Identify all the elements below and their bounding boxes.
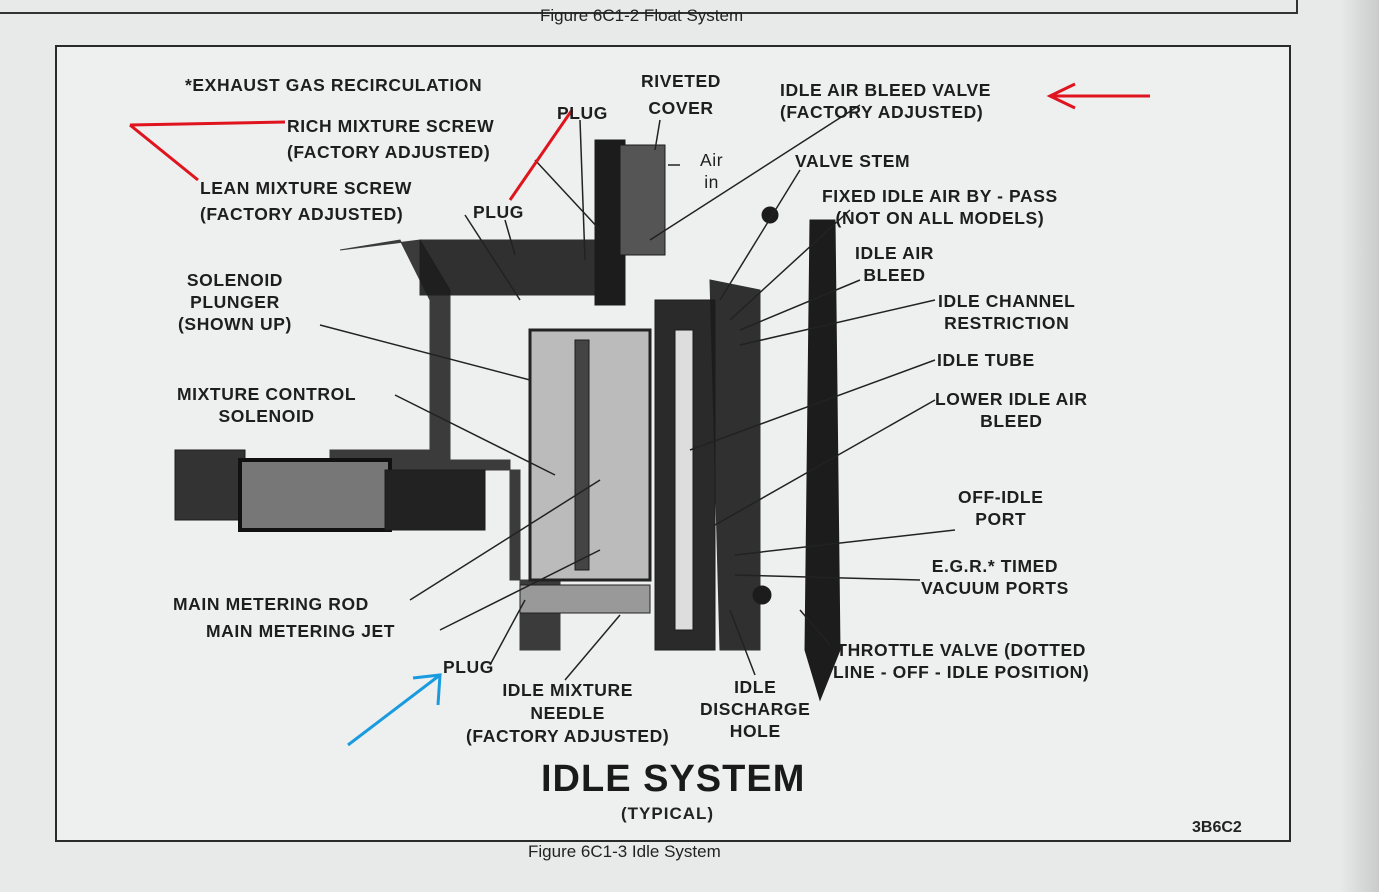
throttle-body: [709, 279, 761, 651]
diagram-subtitle: (TYPICAL): [621, 804, 715, 823]
idle-tube: [674, 329, 694, 631]
solenoid-end: [384, 469, 486, 531]
label-rich-mixture-screw: RICH MIXTURE SCREW(FACTORY ADJUSTED): [287, 116, 495, 162]
carb-body-left: [329, 239, 561, 651]
throttle-valve: [752, 585, 772, 605]
leader-lines: [319, 104, 956, 681]
label-fixed-idle-air-bypass: FIXED IDLE AIR BY - PASS(NOT ON ALL MODE…: [822, 186, 1058, 228]
label-plug-bottom: PLUG: [443, 657, 495, 677]
label-egr-footnote: *EXHAUST GAS RECIRCULATION: [185, 75, 483, 95]
solenoid-housing: [174, 449, 246, 521]
page-edge-shadow: [1340, 0, 1379, 892]
label-plug-mid: PLUG: [473, 202, 525, 222]
solenoid-coil: [238, 458, 392, 532]
diagram-code: 3B6C2: [1192, 819, 1242, 836]
label-valve-stem: VALVE STEM: [795, 151, 911, 171]
label-plug-top: PLUG: [557, 103, 609, 123]
riveted-cover: [619, 144, 666, 256]
bottom-figure-caption: Figure 6C1-3 Idle System: [528, 842, 721, 861]
blue-annotation-arrow: [347, 673, 442, 747]
label-idle-air-bleed-valve: IDLE AIR BLEED VALVE(FACTORY ADJUSTED): [780, 80, 991, 122]
label-main-metering-rod: MAIN METERING ROD: [173, 594, 369, 614]
carb-body-upper: [419, 239, 601, 296]
bore-wall: [804, 219, 841, 702]
label-idle-tube: IDLE TUBE: [937, 350, 1035, 370]
main-jet: [519, 584, 651, 614]
previous-figure-frame: [0, 0, 1298, 14]
red-annotation-marks: [129, 82, 1150, 201]
metering-rod: [574, 339, 590, 571]
diagram-title: IDLE SYSTEM: [541, 758, 806, 800]
top-figure-caption: Figure 6C1-2 Float System: [540, 6, 744, 25]
float-bowl: [528, 328, 652, 582]
label-main-metering-jet: MAIN METERING JET: [206, 621, 396, 641]
label-lean-mixture-screw: LEAN MIXTURE SCREW(FACTORY ADJUSTED): [200, 178, 413, 224]
